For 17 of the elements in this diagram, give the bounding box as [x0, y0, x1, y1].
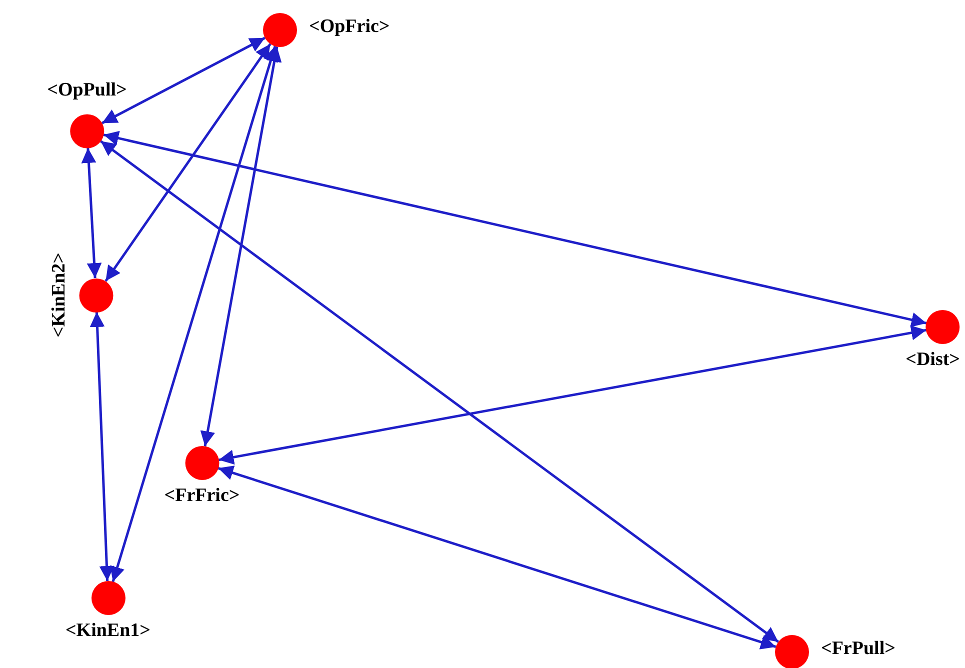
node-label: <KinEn1>	[65, 619, 151, 643]
arrow	[218, 466, 776, 650]
node-label: <FrPull>	[821, 637, 896, 661]
arrow	[100, 140, 780, 643]
node-label: <OpFric>	[309, 15, 390, 39]
node-label: <FrFric>	[164, 484, 240, 508]
arrow	[104, 43, 272, 282]
arrow	[200, 46, 282, 446]
arrow	[81, 148, 102, 278]
arrow	[103, 130, 927, 328]
arrow	[101, 36, 266, 124]
arrow	[218, 325, 926, 465]
node-label: <KinEn2>	[47, 252, 70, 338]
arrow	[90, 312, 114, 582]
node-label: <Dist>	[906, 348, 960, 372]
arrow	[110, 46, 278, 582]
node-label: <OpPull>	[47, 78, 127, 102]
